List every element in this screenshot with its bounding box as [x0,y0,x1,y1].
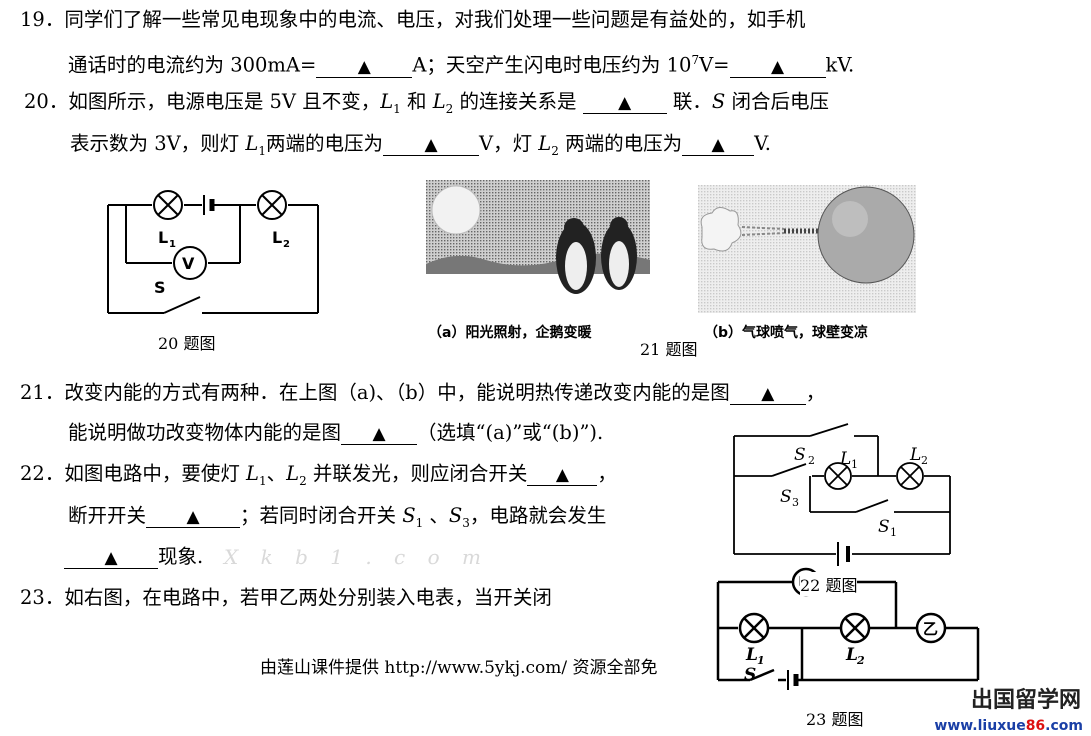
q19-blank-1[interactable]: ▲ [316,56,413,78]
q22-blank-2[interactable]: ▲ [146,506,241,528]
q19-blank-2[interactable]: ▲ [729,56,826,78]
figure-21a-penguins [426,180,650,294]
svg-text:S: S [154,278,166,297]
svg-text:L: L [272,228,282,247]
svg-text:L: L [909,445,921,465]
svg-text:S: S [744,665,756,685]
svg-text:3: 3 [792,496,799,509]
q19-line2: 通话时的电流约为 300mA=▲A；天空产生闪电时电压约为 107V=▲kV. [68,53,855,78]
svg-text:L: L [158,228,168,247]
svg-text:1: 1 [169,239,176,250]
q21-blank-1[interactable]: ▲ [729,383,806,405]
q20-line1: 20．如图所示，电源电压是 5V 且不变，L1 和 L2 的连接关系是 ▲ 联．… [24,90,829,116]
q20-blank-3[interactable]: ▲ [682,134,755,156]
caption-fig20: 20 题图 [158,334,216,353]
voltmeter-label: V [182,254,195,273]
svg-text:2: 2 [808,454,815,467]
q22-blank-3[interactable]: ▲ [64,547,158,569]
q23-line1: 23．如右图，在电路中，若甲乙两处分别装入电表，当开关闭 [20,586,552,609]
circuit-fig20: V L 1 L 2 S [107,190,319,314]
caption-fig21: 21 题图 [640,340,698,359]
caption-fig22: 22 题图 [800,572,858,596]
q20-blank-1[interactable]: ▲ [582,92,667,114]
svg-text:2: 2 [921,454,928,467]
circuit-fig22: S 2 L 1 L 2 S 3 S 1 [733,423,951,566]
q21-line2: 能说明做功改变物体内能的是图▲（选填“(a)”或“(b)”). [68,421,604,445]
svg-text:2: 2 [283,239,290,250]
svg-text:2: 2 [856,654,865,667]
svg-text:L: L [745,645,758,665]
q22-line1: 22．如图电路中，要使灯 L1、L2 并联发光，则应闭合开关▲， [20,462,617,488]
figure-21b-balloon [698,185,916,313]
watermark: X k b 1 . c o m [224,545,489,569]
site-logo-url: www.liuxue86.com [934,718,1083,734]
caption-fig21b: （b）气球喷气，球壁变凉 [704,325,869,341]
site-logo: 出国留学网 [970,688,1081,713]
q21-blank-2[interactable]: ▲ [341,423,418,445]
svg-text:L: L [845,645,858,665]
svg-text:1: 1 [890,526,897,539]
caption-fig21a: （a）阳光照射，企鹅变暖 [428,325,592,341]
q22-line3: ▲现象. [64,545,203,569]
svg-text:S: S [878,517,890,537]
q19-text-a: 通话时的电流约为 300mA= [68,53,317,77]
footer-text: 由莲山课件提供 http://www.5ykj.com/ 资源全部免 [260,658,658,678]
q22-blank-1[interactable]: ▲ [527,464,598,486]
q19-line1: 19．同学们了解一些常见电现象中的电流、电压，对我们处理一些问题是有益处的，如手… [20,8,806,31]
q22-line2: 断开开关▲；若同时闭合开关 S1 、S3，电路就会发生 [68,504,607,530]
q20-line2: 表示数为 3V，则灯 L1两端的电压为▲V，灯 L2 两端的电压为▲V. [70,132,771,158]
caption-fig23: 23 题图 [806,710,864,729]
svg-text:1: 1 [851,458,858,471]
svg-text:L: L [839,449,851,469]
svg-text:S: S [780,487,792,507]
q21-line1: 21．改变内能的方式有两种．在上图（a)、（b）中，能说明热传递改变内能的是图▲… [20,381,826,405]
svg-text:1: 1 [757,654,765,667]
meter-yi-label: 乙 [923,620,938,638]
q20-blank-2[interactable]: ▲ [383,134,479,156]
svg-text:S: S [794,445,806,465]
